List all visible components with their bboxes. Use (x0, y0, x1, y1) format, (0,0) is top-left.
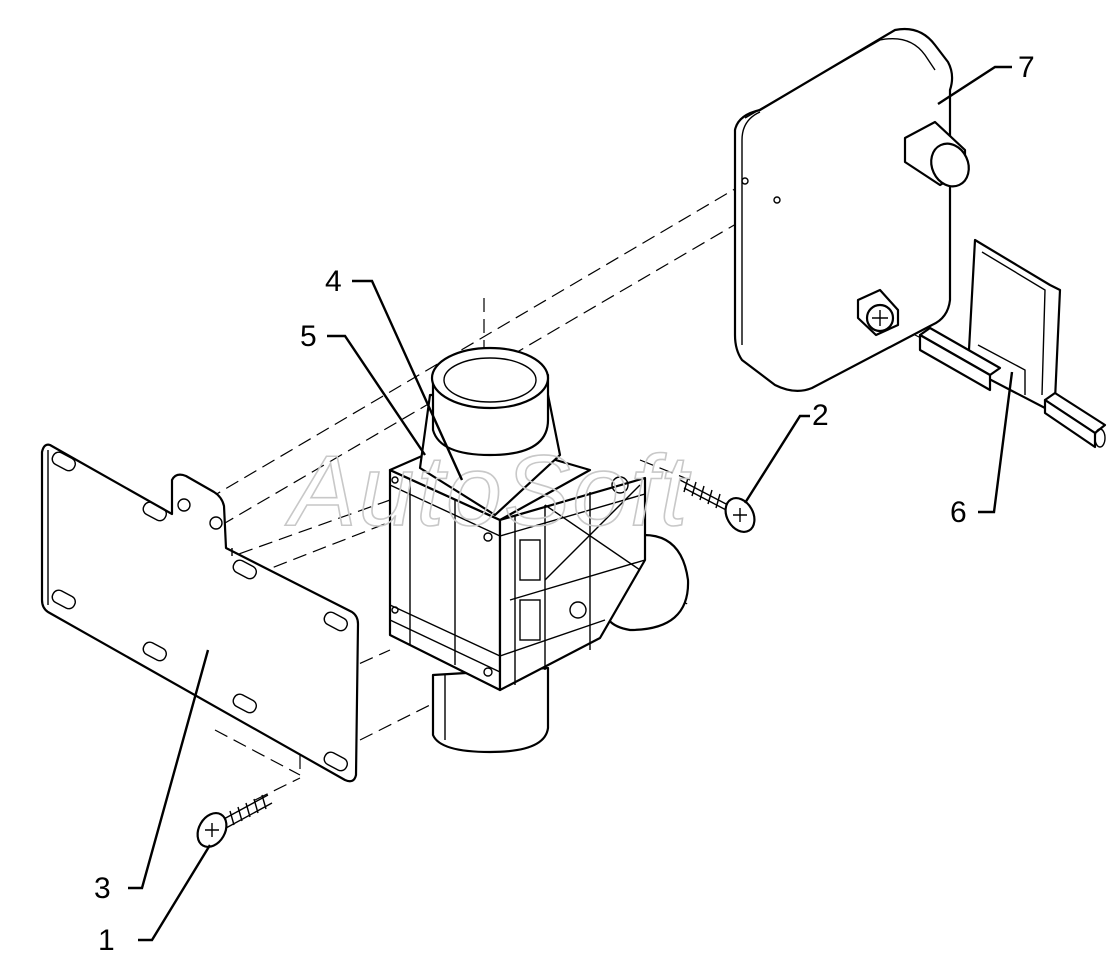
part-3-mounting-plate (40, 443, 360, 783)
watermark: AutoSoft (285, 435, 692, 547)
callout-leaders (128, 65, 1014, 942)
callout-1: 1 (98, 924, 115, 957)
part-6-bracket (918, 238, 1107, 449)
callout-6: 6 (950, 496, 967, 529)
callout-2: 2 (812, 399, 829, 432)
part-1-screw (196, 794, 273, 848)
callout-3: 3 (94, 872, 111, 905)
callout-5: 5 (300, 320, 317, 353)
part-5-duct-housing (388, 346, 690, 754)
callout-4: 4 (325, 265, 342, 298)
part-2-screw (679, 477, 756, 533)
part-7-control-box (733, 27, 970, 392)
callout-7: 7 (1018, 51, 1035, 84)
